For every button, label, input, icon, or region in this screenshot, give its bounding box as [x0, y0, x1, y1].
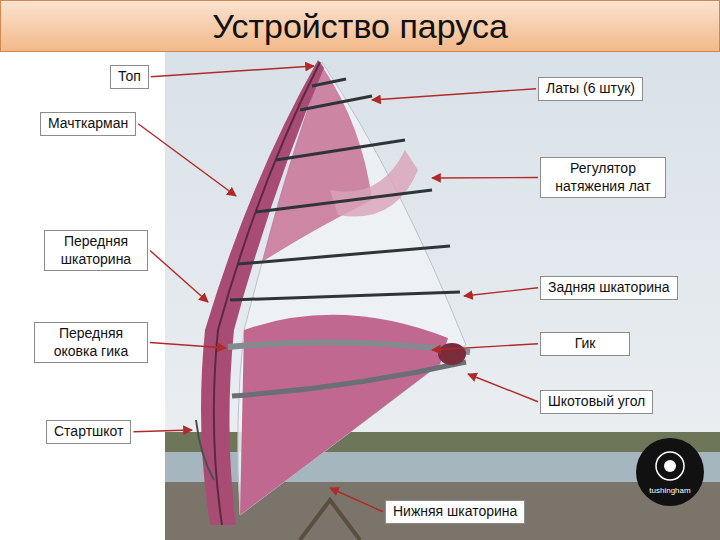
part-label: Передняя шкаторина	[44, 230, 148, 271]
title-band	[1, 1, 720, 52]
part-label: Шкотовый угол	[540, 390, 653, 414]
mast	[214, 62, 320, 525]
part-label: Нижняя шкаторина	[385, 500, 525, 524]
uphaul	[196, 420, 214, 480]
mast-pocket	[201, 60, 324, 525]
part-label: Задняя шкаторина	[540, 276, 678, 300]
part-name: Нижняя шкаторина	[393, 503, 517, 521]
leader-line	[138, 124, 236, 196]
leader-line	[468, 374, 538, 402]
part-name: Передняя оковка гика	[42, 325, 140, 360]
part-name: Топ	[118, 68, 141, 86]
leader-line	[133, 430, 192, 432]
part-label: Передняя оковка гика	[34, 322, 148, 363]
part-label: Латы (6 штук)	[538, 77, 643, 101]
leader-line	[150, 251, 208, 303]
title: Устройство паруса	[0, 4, 720, 48]
sail-body	[238, 62, 466, 515]
part-name: Шкотовый угол	[548, 393, 645, 411]
leader-line	[151, 66, 314, 77]
leader-line	[432, 344, 538, 350]
part-name: Мачткарман	[48, 115, 128, 133]
clew	[438, 343, 466, 365]
part-label: Гик	[540, 332, 630, 356]
logo-circle	[636, 438, 704, 506]
part-label: Стартшкот	[46, 420, 131, 444]
part-name: Передняя шкаторина	[52, 233, 140, 268]
leader-line	[464, 288, 538, 296]
logo-ring	[656, 452, 684, 480]
part-label: Регулятор натяжения лат	[540, 157, 666, 198]
part-label: Топ	[110, 65, 149, 89]
part-name: Регулятор натяжения лат	[548, 160, 658, 195]
part-name: Стартшкот	[54, 423, 123, 441]
leader-line	[150, 343, 226, 349]
part-label: Мачткарман	[40, 112, 136, 136]
logo-skull	[664, 460, 676, 472]
leader-line	[372, 89, 536, 100]
battens	[230, 79, 460, 300]
part-name: Задняя шкаторина	[548, 279, 670, 297]
stand	[300, 500, 360, 540]
part-name: Латы (6 штук)	[546, 80, 635, 98]
photo-sky	[165, 52, 720, 540]
sail-panel	[330, 150, 418, 217]
logo-text: tushingham	[636, 486, 704, 496]
leader-line	[432, 177, 538, 179]
part-name: Гик	[548, 335, 622, 353]
leader-line	[330, 488, 383, 512]
boom	[232, 362, 466, 396]
